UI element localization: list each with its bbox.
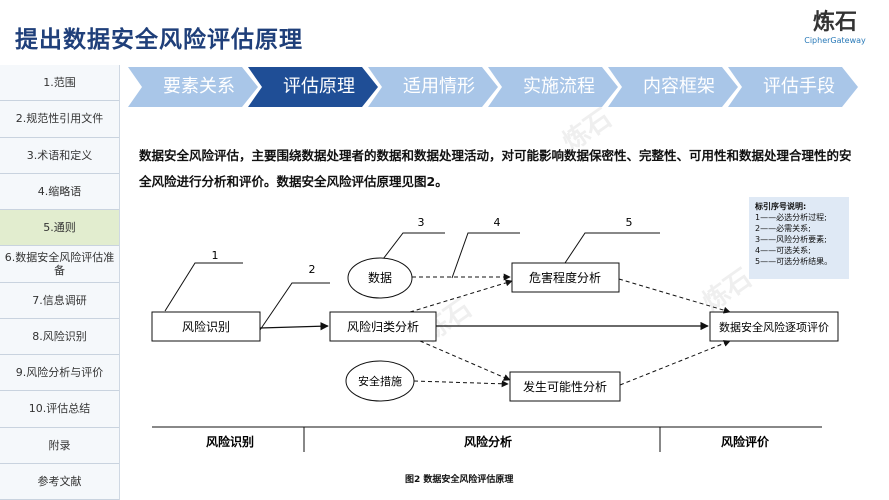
sidebar-item-label: 1.范围 [43,76,76,90]
sidebar-nav: 1.范围 2.规范性引用文件 3.术语和定义 4.缩略语 5.通则 6.数据安全… [0,65,120,500]
tab-label: 适用情形 [403,76,475,97]
node-risk-evaluation [709,311,839,342]
callout-number-2: 2 [309,263,316,276]
legend-item: 2——必需关系; [755,224,811,233]
legend-item: 3——风险分析要素; [755,235,827,244]
arrow-likelihood-to-evaluation [619,340,731,386]
legend-item: 1——必选分析过程; [755,213,827,222]
tab-element-relations[interactable]: 要素关系 [128,67,258,107]
tab-label: 实施流程 [523,76,595,97]
sidebar-item-label: 5.通则 [43,221,76,235]
node-label: 数据安全风险逐项评价 [719,320,829,334]
legend-item: 5——可选分析结果。 [755,257,833,266]
node-security-measures [345,360,415,402]
node-harm-analysis [511,262,620,293]
callout-number-5: 5 [626,216,633,229]
phase-label-identification: 风险识别 [206,434,254,449]
legend-title: 标引序号说明: [755,202,807,211]
sidebar-item-label: 6.数据安全风险评估准备 [4,250,115,277]
callout-line-5 [564,232,660,264]
callout-number-4: 4 [494,216,501,229]
node-risk-identification [151,311,261,342]
node-label: 危害程度分析 [529,270,601,285]
sidebar-item-label: 7.信息调研 [32,293,87,307]
tab-content-framework[interactable]: 内容框架 [608,67,738,107]
sidebar-item-general[interactable]: 5.通则 [0,210,119,247]
arrow-identify-to-classify [259,322,329,331]
callout-line-4 [451,232,520,279]
callout-number-3: 3 [418,216,425,229]
tab-assessment-principle[interactable]: 评估原理 [248,67,378,107]
sidebar-item-terms[interactable]: 3.术语和定义 [0,137,119,174]
sidebar-item-label: 8.风险识别 [32,329,87,343]
sidebar-item-label: 4.缩略语 [37,184,82,198]
node-label: 风险归类分析 [347,319,419,334]
sidebar-item-risk-identification[interactable]: 8.风险识别 [0,318,119,355]
sidebar-item-label: 参考文献 [37,474,82,488]
arrow-measures-to-likelihood [413,380,509,388]
sidebar-item-abbreviations[interactable]: 4.缩略语 [0,173,119,210]
sidebar-item-normative-references[interactable]: 2.规范性引用文件 [0,101,119,138]
description-paragraph: 数据安全风险评估，主要围绕数据处理者的数据和数据处理活动，对可能影响数据保密性、… [139,148,852,189]
sidebar-item-bibliography[interactable]: 参考文献 [0,463,119,500]
callout-line-2 [259,282,330,331]
tab-bar: 要素关系 评估原理 适用情形 实施流程 内容框架 评估手段 [128,67,889,107]
tab-label: 评估手段 [763,76,835,97]
tab-label: 评估原理 [283,76,355,97]
node-label: 风险识别 [182,319,230,334]
sidebar-item-appendix[interactable]: 附录 [0,427,119,464]
tab-implementation-process[interactable]: 实施流程 [488,67,618,107]
sidebar-item-investigation[interactable]: 7.信息调研 [0,282,119,319]
sidebar-item-preparation[interactable]: 6.数据安全风险评估准备 [0,246,119,283]
sidebar-item-label: 附录 [48,438,71,452]
sidebar-item-scope[interactable]: 1.范围 [0,65,119,102]
sidebar-item-label: 3.术语和定义 [26,148,93,162]
callout-number-1: 1 [212,249,219,262]
legend-item: 4——可选关系; [755,246,811,255]
node-label: 数据 [368,270,392,285]
sidebar-item-label: 9.风险分析与评价 [15,366,104,380]
legend-box: 标引序号说明: 1——必选分析过程; 2——必需关系; 3——风险分析要素; 4… [749,197,849,279]
sidebar-item-risk-analysis[interactable]: 9.风险分析与评价 [0,355,119,392]
page-title: 提出数据安全风险评估原理 [15,27,303,53]
tab-assessment-methods[interactable]: 评估手段 [728,67,858,107]
sidebar-item-summary[interactable]: 10.评估总结 [0,391,119,428]
node-label: 发生可能性分析 [523,379,607,394]
brand-logo: 炼石 CipherGateway [795,10,875,45]
node-label: 安全措施 [358,374,402,388]
callout-line-1 [164,262,243,312]
watermark: 炼石 [417,293,478,348]
logo-subtext: CipherGateway [804,36,866,45]
node-likelihood-analysis [509,371,621,402]
callout-line-3 [379,232,445,264]
tab-label: 内容框架 [643,76,715,97]
sidebar-item-label: 10.评估总结 [28,402,91,416]
phase-label-evaluation: 风险评价 [721,434,770,449]
tab-applicable-cases[interactable]: 适用情形 [368,67,498,107]
phase-label-analysis: 风险分析 [464,434,512,449]
figure-caption: 图2 数据安全风险评估原理 [405,475,514,485]
tab-label: 要素关系 [163,76,235,97]
node-data [347,257,413,299]
logo-text: 炼石 [812,10,857,35]
sidebar-item-label: 2.规范性引用文件 [15,112,104,126]
